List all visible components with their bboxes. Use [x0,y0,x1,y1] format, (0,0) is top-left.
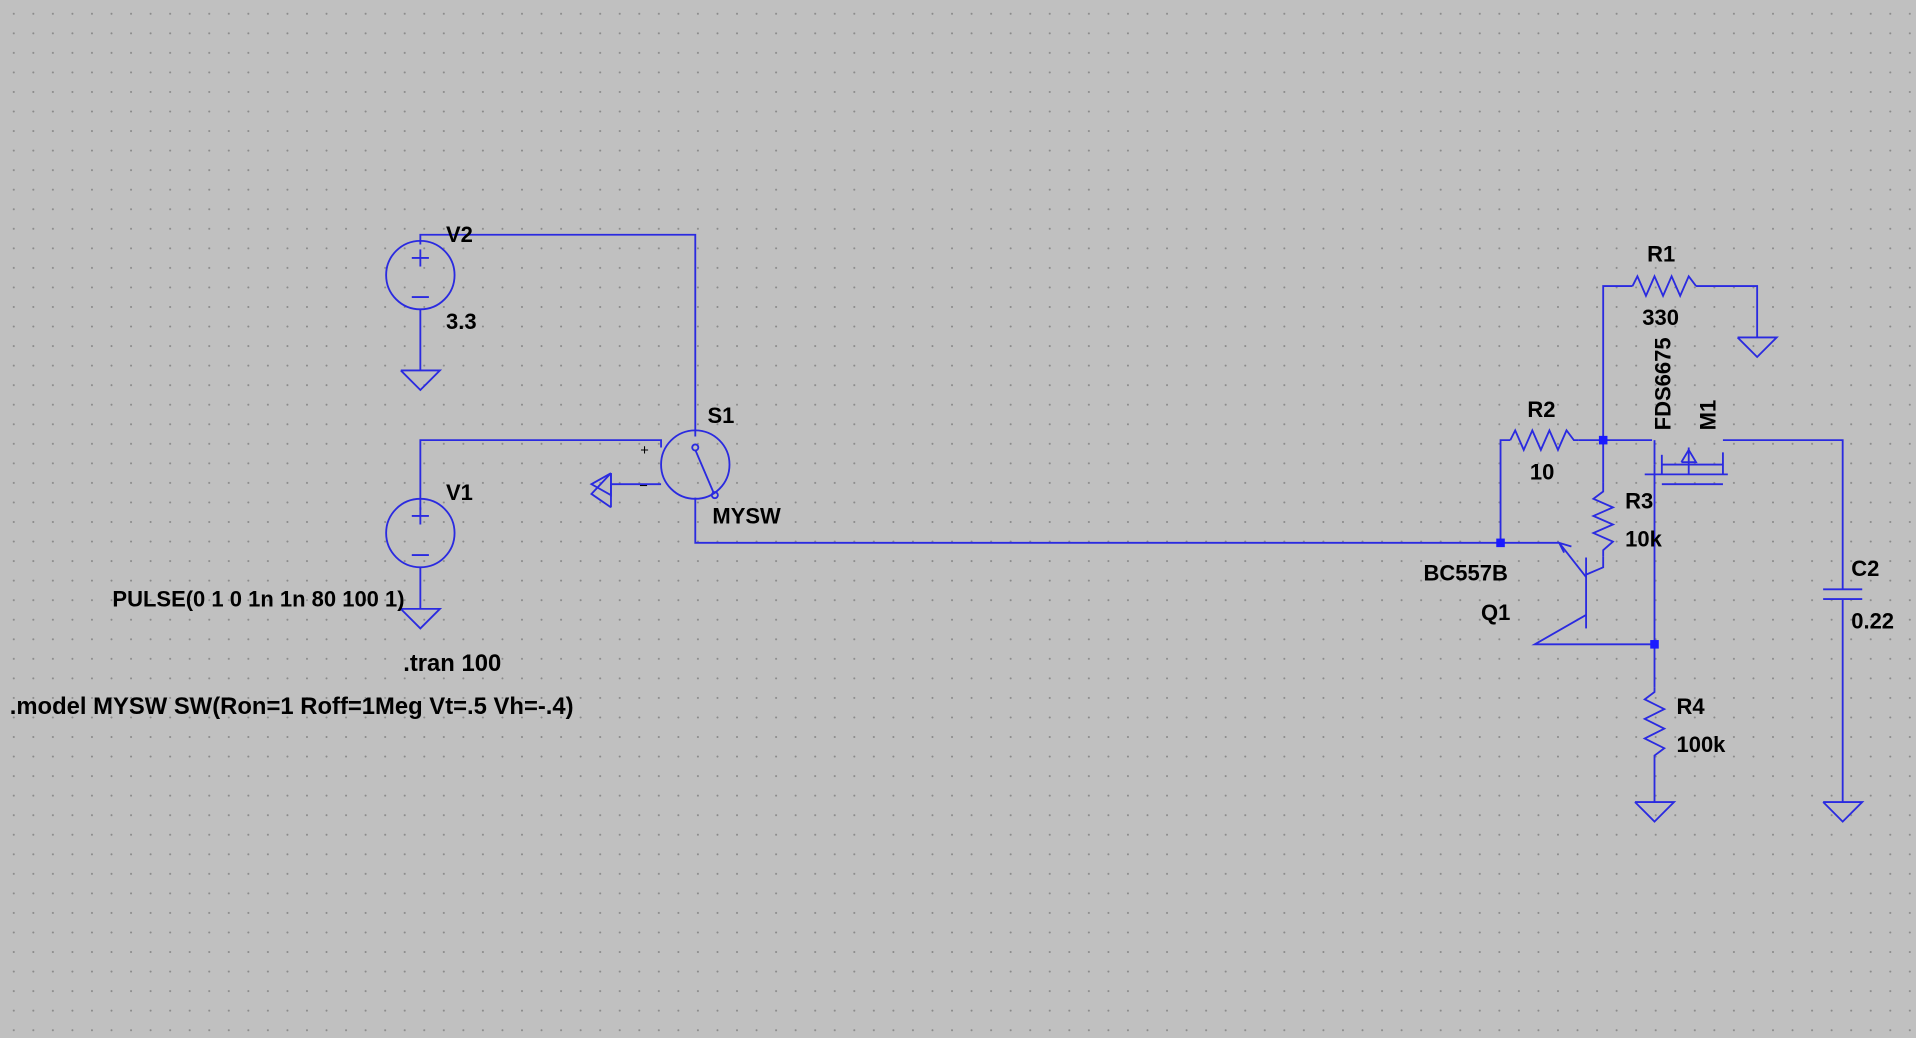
ground-icon [400,607,443,630]
v1-value-label[interactable]: PULSE(0 1 0 1n 1n 80 100 1) [112,586,404,611]
wire-m1-to-c2[interactable] [1722,439,1844,590]
r3-ref-label[interactable]: R3 [1625,489,1653,514]
c2-value-label[interactable]: 0.22 [1851,608,1894,633]
r3-value-label[interactable]: 10k [1625,527,1662,552]
switch-s1[interactable] [610,429,731,500]
mosfet-m1[interactable] [1644,440,1728,486]
tran-directive[interactable]: .tran 100 [403,650,501,677]
transistor-q1[interactable] [1557,541,1587,629]
r2-ref-label[interactable]: R2 [1527,397,1555,422]
junctions [1496,435,1659,649]
v2-value-label[interactable]: 3.3 [446,309,477,334]
wire-base-to-r2[interactable] [1499,439,1511,543]
wire-r3-to-q1-collector[interactable] [1585,556,1605,576]
resistor-r4[interactable] [1642,687,1667,761]
r4-ref-label[interactable]: R4 [1677,694,1706,719]
ground-icon [589,472,612,509]
ground-icon [400,369,443,392]
s1-value-label[interactable]: MYSW [712,503,781,528]
v2-ref-label[interactable]: V2 [446,222,473,247]
wire-v2-to-s1[interactable] [419,233,697,437]
ground-icon [1822,801,1865,823]
m1-ref-label[interactable]: M1 [1696,400,1721,431]
v1-ref-label[interactable]: V1 [446,480,473,505]
resistor-r3[interactable] [1591,482,1616,557]
s1-ref-label[interactable]: S1 [708,403,735,428]
m1-value-label[interactable]: FDS6675 [1650,337,1675,430]
q1-value-label[interactable]: BC557B [1424,561,1508,586]
s1-plus-pin: + [640,443,649,459]
wire-r1-left-to-node[interactable] [1602,285,1633,441]
capacitor-c2[interactable] [1823,588,1863,600]
junction-q1-base [1496,538,1505,548]
ground-icon [1736,336,1779,359]
wire-s1-to-q1-base[interactable] [694,497,1501,544]
voltage-source-v2[interactable] [385,239,456,371]
junction-r4-node [1650,640,1659,649]
r1-value-label[interactable]: 330 [1642,305,1679,330]
r4-value-label[interactable]: 100k [1677,732,1727,757]
junction-gate-node [1598,435,1608,445]
wires [419,233,1844,803]
wire-v1-to-s1-plus[interactable] [419,439,662,510]
c2-ref-label[interactable]: C2 [1851,556,1879,581]
model-directive[interactable]: .model MYSW SW(Ron=1 Roff=1Meg Vt=.5 Vh=… [10,693,574,720]
s1-minus-pin: − [639,478,648,494]
ground-icon [1634,801,1677,823]
wire-r1-right-to-gnd[interactable] [1696,285,1759,338]
r1-ref-label[interactable]: R1 [1647,242,1675,267]
q1-ref-label[interactable]: Q1 [1481,600,1510,625]
resistor-r2[interactable] [1509,428,1579,453]
wire-q1-emitter-to-node2[interactable] [1531,614,1655,646]
voltage-source-v1[interactable] [385,497,456,609]
r2-value-label[interactable]: 10 [1530,459,1554,484]
resistor-r1[interactable] [1631,274,1697,299]
